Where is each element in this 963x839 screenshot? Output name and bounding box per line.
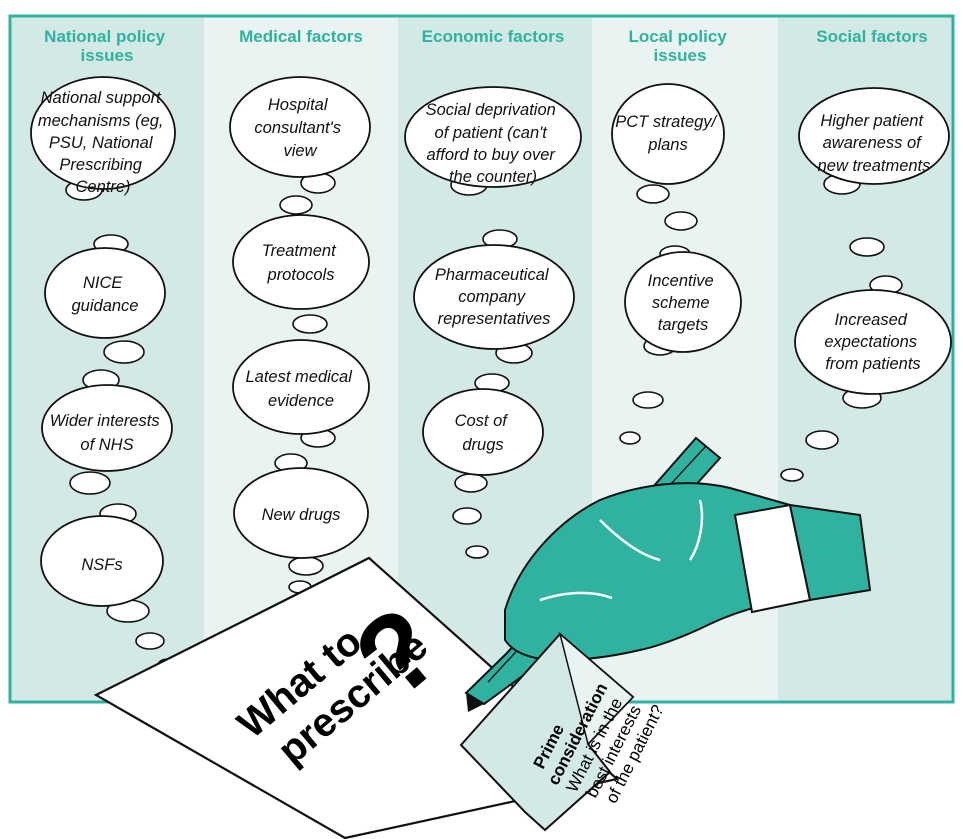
bubble-line: PCT strategy/ (615, 113, 717, 131)
heading-line: Economic factors (422, 27, 565, 46)
heading-social-factors: Social factors (816, 27, 928, 46)
bubble-line: New drugs (262, 506, 341, 524)
bubble-wider-interests (41, 384, 173, 472)
bubble-new-drugs (233, 467, 369, 559)
bubble-social-deprivation (404, 86, 582, 188)
bubble-line: PSU, National (49, 134, 154, 152)
heading-economic-factors: Economic factors (422, 27, 565, 46)
bubble-incentive-targets (624, 251, 742, 353)
heading-local-policy: Local policy issues (629, 27, 732, 65)
bubble-line: drugs (462, 436, 503, 454)
heading-line: Medical factors (239, 27, 363, 46)
bubble-higher-awareness (798, 87, 950, 185)
text-wider-interests: Wider interests of NHS (50, 412, 164, 454)
heading-medical-factors: Medical factors (239, 27, 363, 46)
bubble-line: Cost of (455, 412, 510, 430)
bubble-line: representatives (438, 310, 551, 328)
bubble-pharmaceutical-reps (413, 244, 575, 350)
bubble-line: awareness of (823, 134, 924, 152)
heading-line: issues (654, 46, 707, 65)
text-nsfs: NSFs (81, 556, 122, 574)
heading-line: Social factors (816, 27, 928, 46)
text-hospital-consultant: Hospital consultant's view (254, 96, 345, 160)
bubble-line: NICE (83, 274, 123, 292)
bubble-line: scheme (652, 294, 710, 312)
bubble-line: National support (41, 89, 163, 107)
text-national-support: National support mechanisms (eg, PSU, Na… (38, 89, 168, 196)
text-higher-awareness: Higher patient awareness of new treatmen… (818, 112, 931, 175)
bubble-cost-of-drugs (422, 388, 544, 476)
bubble-line: plans (647, 136, 687, 154)
note-fold (558, 631, 635, 746)
bubble-line: Latest medical (246, 368, 354, 386)
sleeve (788, 503, 872, 602)
bubble-line: guidance (72, 297, 139, 315)
bubble-line: protocols (267, 266, 335, 284)
bubble-line: evidence (268, 392, 334, 410)
bubble-line: Higher patient (820, 112, 924, 130)
column-headings: National policy issues Medical factors E… (44, 27, 928, 65)
text-nice-guidance: NICE guidance (72, 274, 139, 315)
heading-national-policy: National policy issues (44, 27, 170, 65)
bubble-nice-guidance (44, 247, 166, 339)
heading-line: National policy (44, 27, 165, 46)
bubble-line: targets (658, 316, 708, 334)
bubble-line: expectations (824, 333, 917, 351)
heading-line: Local policy (629, 27, 728, 46)
text-increased-expectations: Increased expectations from patients (824, 311, 921, 373)
bubble-pct-strategy (611, 83, 725, 185)
bubble-shapes (30, 76, 952, 607)
bubble-line: of patient (can't (435, 124, 549, 142)
bubble-line: Increased (834, 311, 907, 329)
text-cost-of-drugs: Cost of drugs (455, 412, 512, 454)
text-pct-strategy: PCT strategy/ plans (615, 113, 720, 154)
bubble-line: Incentive (648, 272, 714, 290)
bubble-treatment-protocols (232, 214, 370, 310)
bubble-line: of NHS (80, 436, 133, 454)
bubble-latest-evidence (232, 339, 370, 435)
bubble-line: company (458, 288, 527, 306)
bubble-line: new treatments (818, 157, 931, 175)
bubble-national-support (30, 76, 176, 190)
bubble-line: NSFs (81, 556, 122, 574)
text-latest-evidence: Latest medical evidence (246, 368, 357, 410)
bubble-line: from patients (825, 355, 920, 373)
text-incentive-targets: Incentive scheme targets (648, 272, 719, 334)
bubble-texts: National support mechanisms (eg, PSU, Na… (38, 89, 931, 574)
bubble-line: consultant's (254, 119, 341, 137)
prime-consideration-note: Prime consideration What is in the best … (459, 631, 668, 832)
bubble-increased-expectations (794, 289, 952, 395)
bubble-line: afford to buy over (426, 146, 556, 164)
text-social-deprivation: Social deprivation of patient (can't aff… (426, 101, 561, 186)
bubble-line: Social deprivation (426, 101, 556, 119)
text-new-drugs: New drugs (262, 506, 341, 524)
bubble-line: Treatment (262, 242, 337, 260)
text-treatment-protocols: Treatment protocols (262, 242, 341, 284)
bubble-line: view (283, 142, 317, 160)
bubble-line: Prescribing (59, 156, 142, 174)
bubble-line: mechanisms (eg, (38, 112, 164, 130)
bubble-line: Wider interests (50, 412, 160, 430)
bubble-nsfs (40, 515, 164, 607)
bubble-hospital-consultant (229, 76, 371, 178)
bubble-line: Hospital (268, 96, 329, 114)
text-pharmaceutical-reps: Pharmaceutical company representatives (435, 266, 553, 328)
pen-tip (466, 693, 484, 712)
bubble-line: Centre) (75, 178, 130, 196)
heading-line: issues (81, 46, 134, 65)
bubble-line: the counter) (449, 168, 537, 186)
hand-with-pen-icon (464, 436, 872, 712)
bubble-line: Pharmaceutical (435, 266, 550, 284)
